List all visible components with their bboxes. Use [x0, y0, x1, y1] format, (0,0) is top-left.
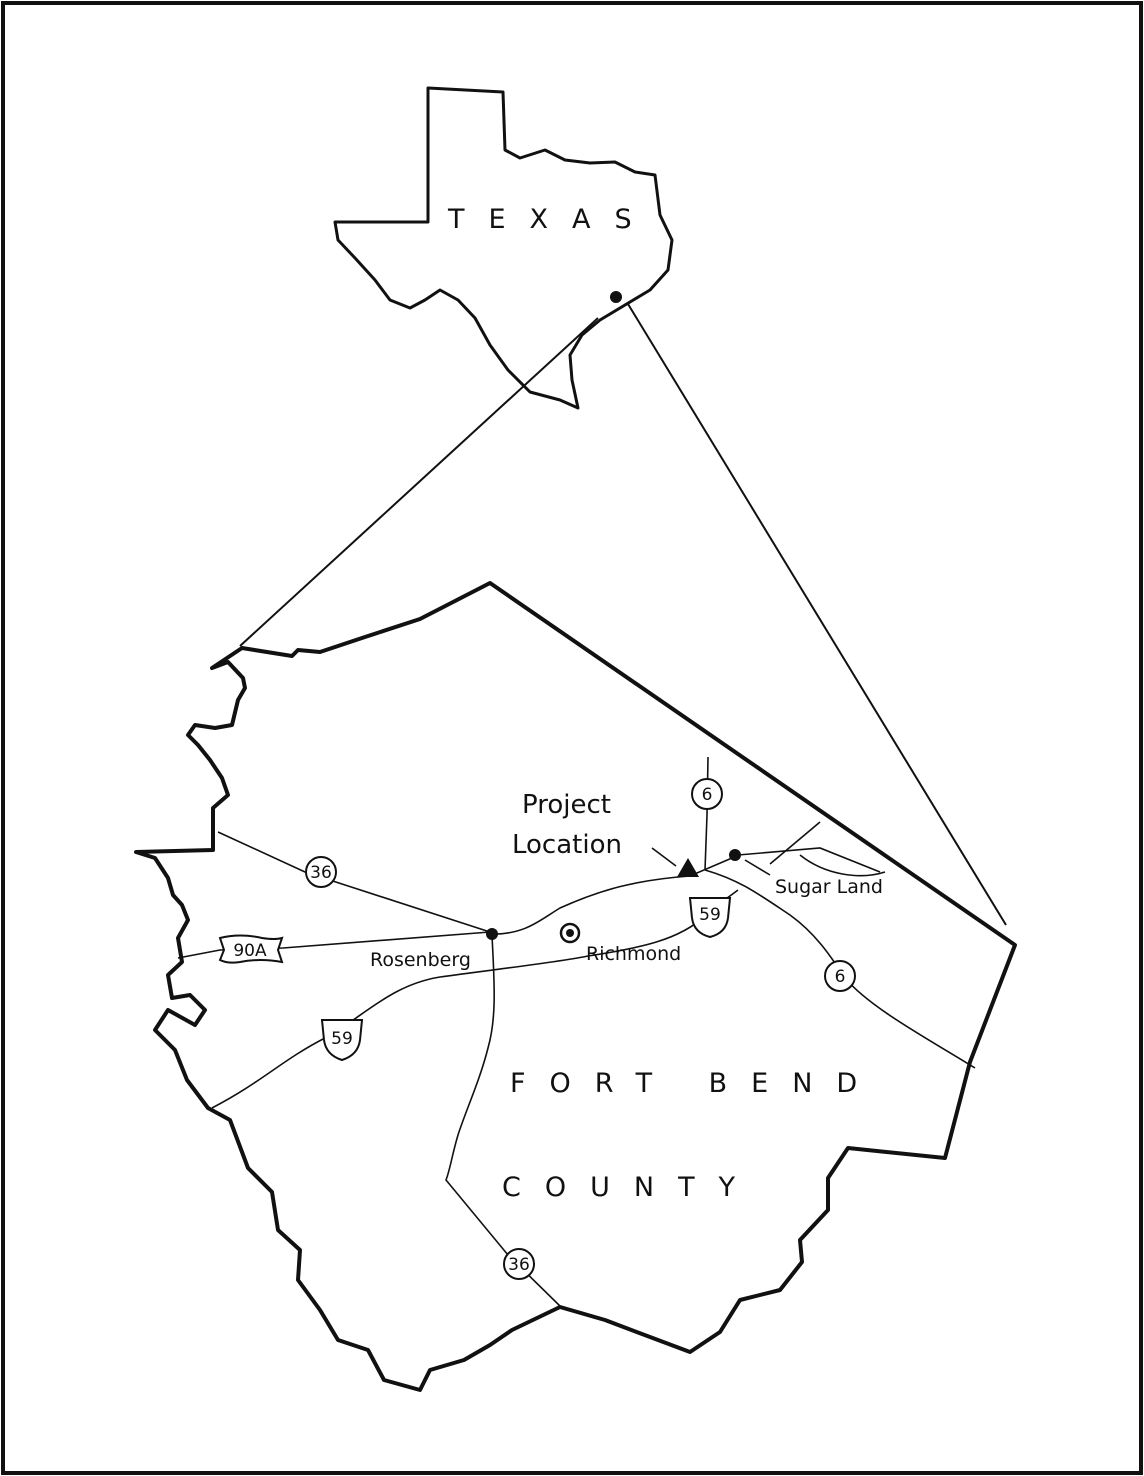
road-alt-us90 — [489, 857, 733, 935]
road-sh6-south — [704, 869, 976, 1069]
rosenberg-dot — [486, 928, 498, 940]
shield-sh6-north: 6 — [691, 778, 723, 810]
shield-sh6-south: 6 — [824, 960, 856, 992]
project-pointer — [651, 847, 677, 867]
shield-us59-west: 59 — [320, 1019, 364, 1062]
shield-us59-east: 59 — [688, 897, 732, 939]
shield-label: 36 — [508, 1255, 530, 1275]
shield-label: 59 — [699, 905, 721, 925]
rosenberg-label: Rosenberg — [370, 949, 471, 971]
sugar-land-label: Sugar Land — [775, 876, 883, 898]
county-name-line1: FORT BEND — [510, 1068, 881, 1099]
sugar-land-dot — [729, 849, 741, 861]
leader-line-west — [239, 317, 599, 647]
texas-outline — [333, 86, 674, 410]
road-sh36-south — [445, 935, 563, 1309]
shield-label: 6 — [835, 967, 846, 987]
leader-line-east — [627, 303, 1007, 926]
shield-label: 6 — [702, 785, 713, 805]
shield-us90a: 90A — [218, 934, 284, 964]
road-sh36-north — [217, 831, 491, 933]
shield-sh36-north: 36 — [305, 856, 337, 888]
county-name-line2: COUNTY — [502, 1172, 759, 1203]
county-outline — [134, 581, 1017, 1392]
project-label-line2: Location — [512, 830, 622, 860]
shield-sh36-south: 36 — [503, 1248, 535, 1280]
road-sugar-land-spur — [799, 854, 886, 877]
shield-label: 36 — [310, 863, 332, 883]
project-location-marker — [677, 858, 699, 877]
state-label: TEXAS — [447, 204, 656, 235]
richmond-marker — [559, 922, 581, 944]
road-sh6-north — [704, 756, 709, 871]
shield-label: 59 — [331, 1029, 353, 1049]
texas-project-dot — [610, 291, 622, 303]
richmond-label: Richmond — [586, 943, 681, 965]
road-sugar-land-ne — [769, 821, 821, 865]
shield-label: 90A — [233, 941, 267, 961]
sugar-land-pointer — [744, 859, 771, 876]
project-label-line1: Project — [522, 790, 611, 820]
road-sugar-land-east — [737, 847, 881, 873]
